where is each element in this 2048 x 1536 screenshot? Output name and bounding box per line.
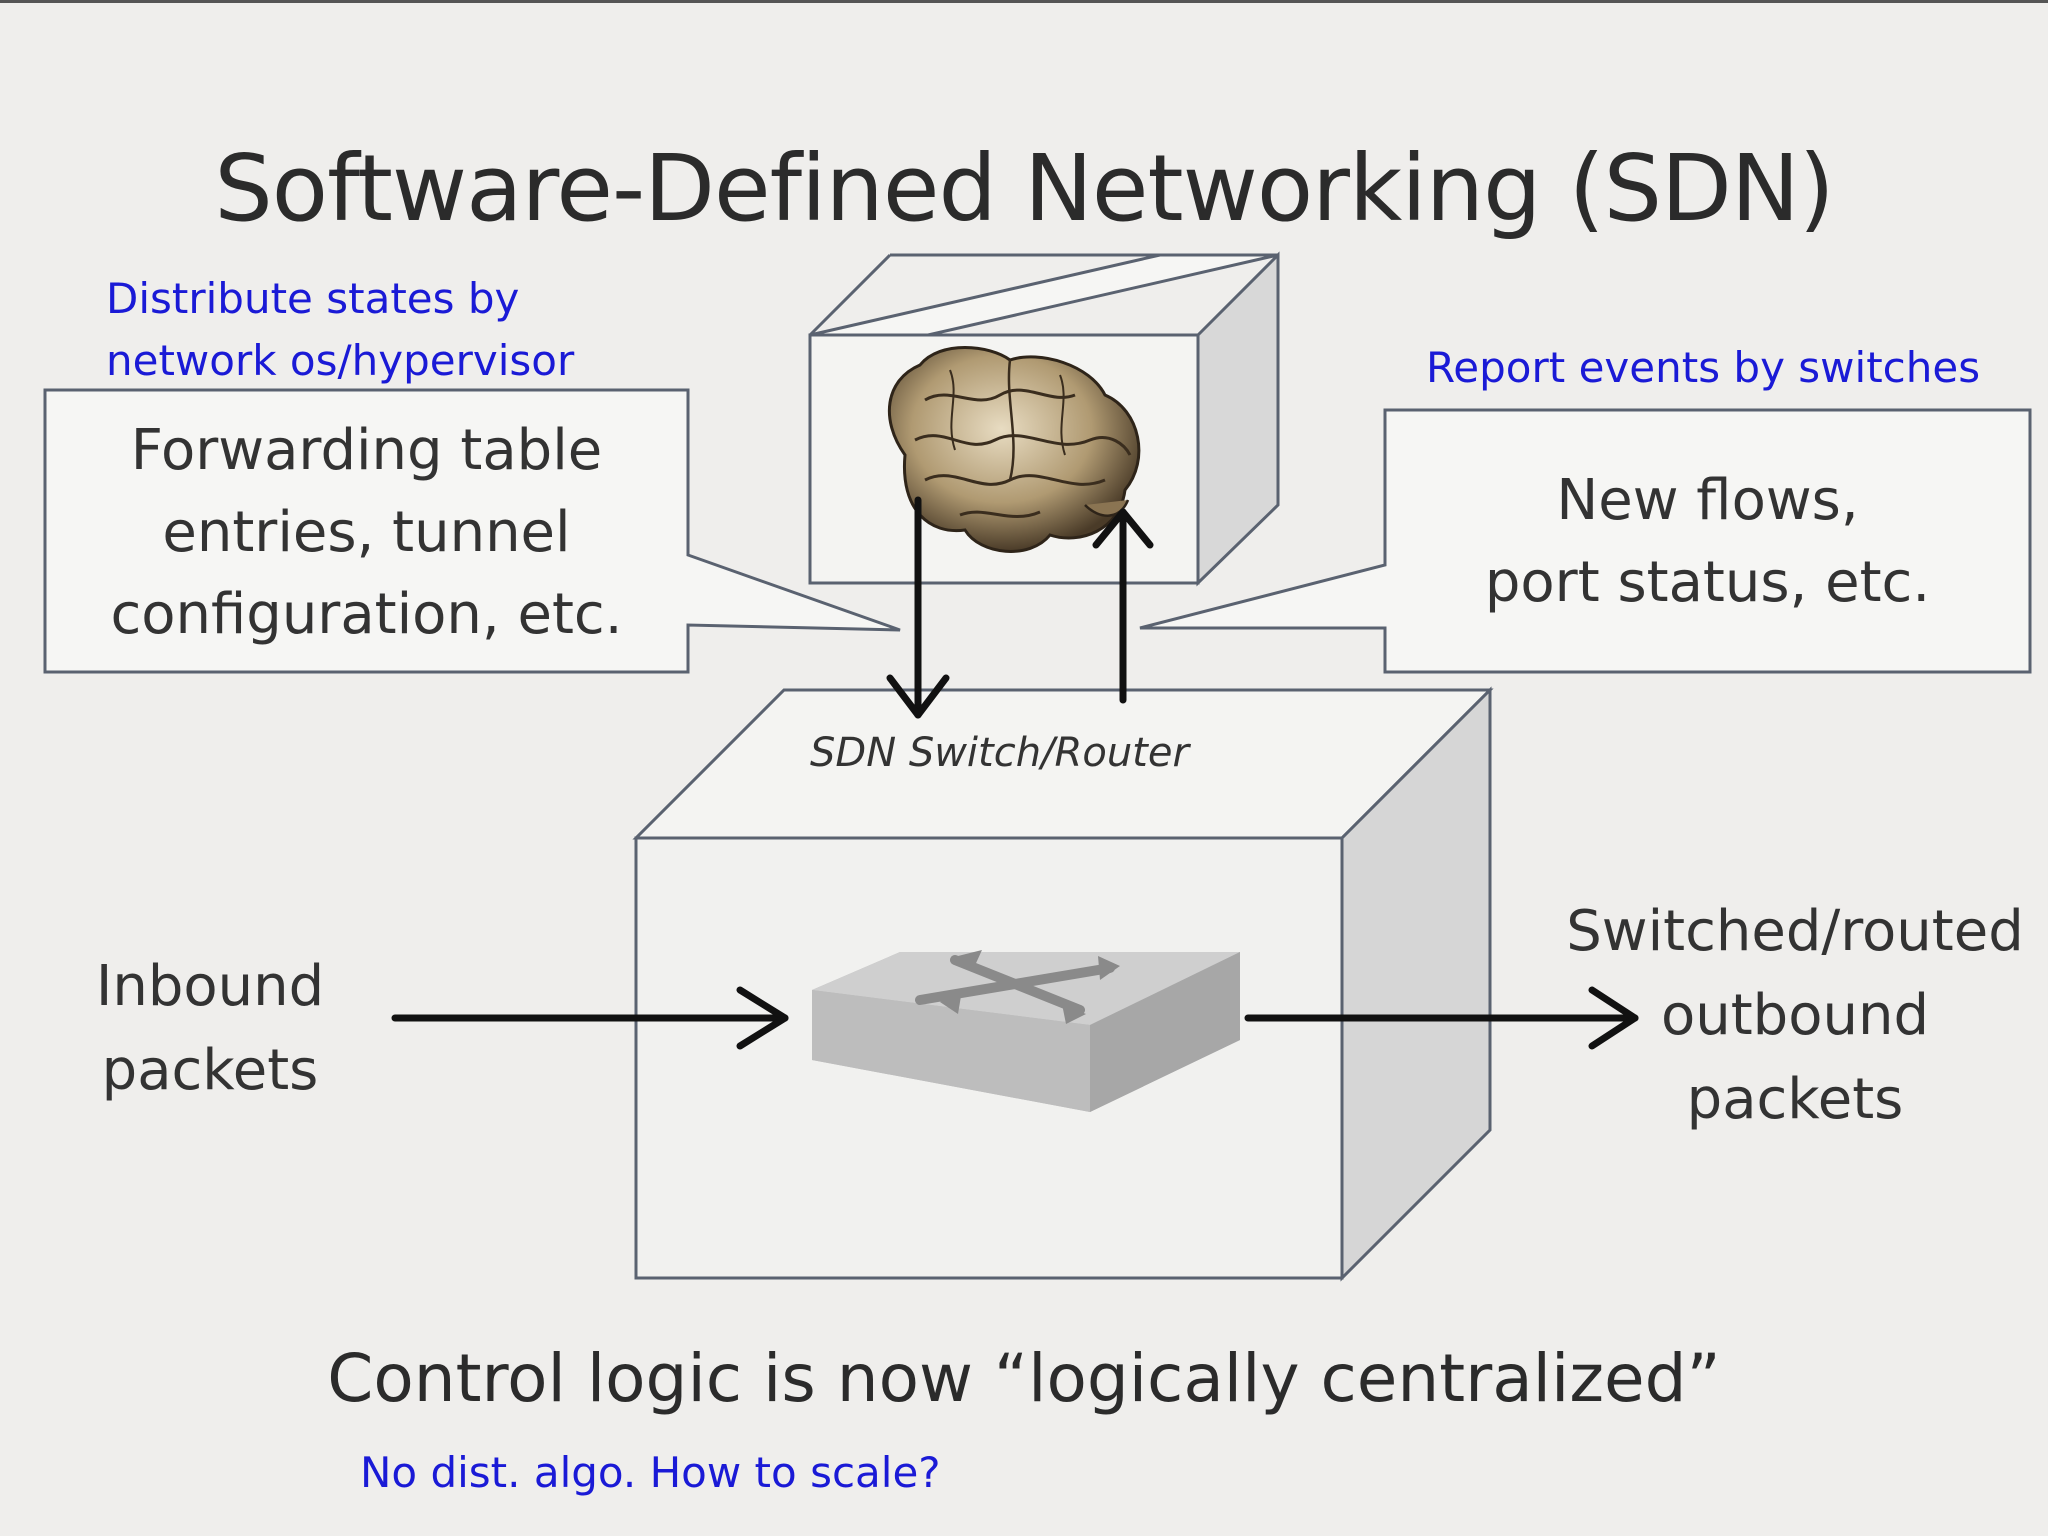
callout-line: port status, etc.	[1484, 550, 1931, 615]
note-report-events: Report events by switches	[1426, 343, 1981, 392]
note-line: Distribute states by	[106, 274, 520, 323]
label-line: packets	[101, 1038, 319, 1103]
inbound-arrow	[391, 986, 789, 1050]
slide-title: Software-Defined Networking (SDN)	[214, 135, 1834, 242]
callout-line: Forwarding table	[130, 418, 603, 483]
switch-box	[632, 686, 1494, 1282]
bottom-caption: Control logic is now “logically centrali…	[327, 1340, 1721, 1417]
up-arrow	[1092, 508, 1154, 704]
note-scaling: No dist. algo. How to scale?	[360, 1448, 941, 1497]
outbound-arrow	[1244, 986, 1639, 1050]
inbound-packets-label: Inbound packets	[60, 945, 360, 1113]
brain-icon	[887, 346, 1141, 553]
callout-line: New flows,	[1556, 468, 1859, 533]
callout-line: configuration, etc.	[110, 582, 623, 647]
note-line: network os/hypervisor	[106, 336, 575, 385]
switch-router-label: SDN Switch/Router	[810, 730, 1189, 776]
note-distribute-states: Distribute states by network os/hypervis…	[106, 268, 574, 392]
label-line: outbound	[1660, 983, 1930, 1048]
label-line: Switched/routed	[1566, 899, 2024, 964]
down-arrow	[886, 496, 950, 719]
top-border	[0, 0, 2048, 3]
network-switch-icon	[812, 950, 1240, 1112]
label-line: packets	[1686, 1067, 1904, 1132]
label-line: Inbound	[95, 954, 325, 1019]
callout-line: entries, tunnel	[162, 500, 571, 565]
left-callout-text: Forwarding table entries, tunnel configu…	[45, 410, 688, 656]
right-callout-box	[1139, 408, 2032, 674]
left-callout-box	[43, 388, 901, 674]
right-callout-text: New flows, port status, etc.	[1385, 460, 2030, 624]
outbound-packets-label: Switched/routed outbound packets	[1555, 890, 2035, 1142]
